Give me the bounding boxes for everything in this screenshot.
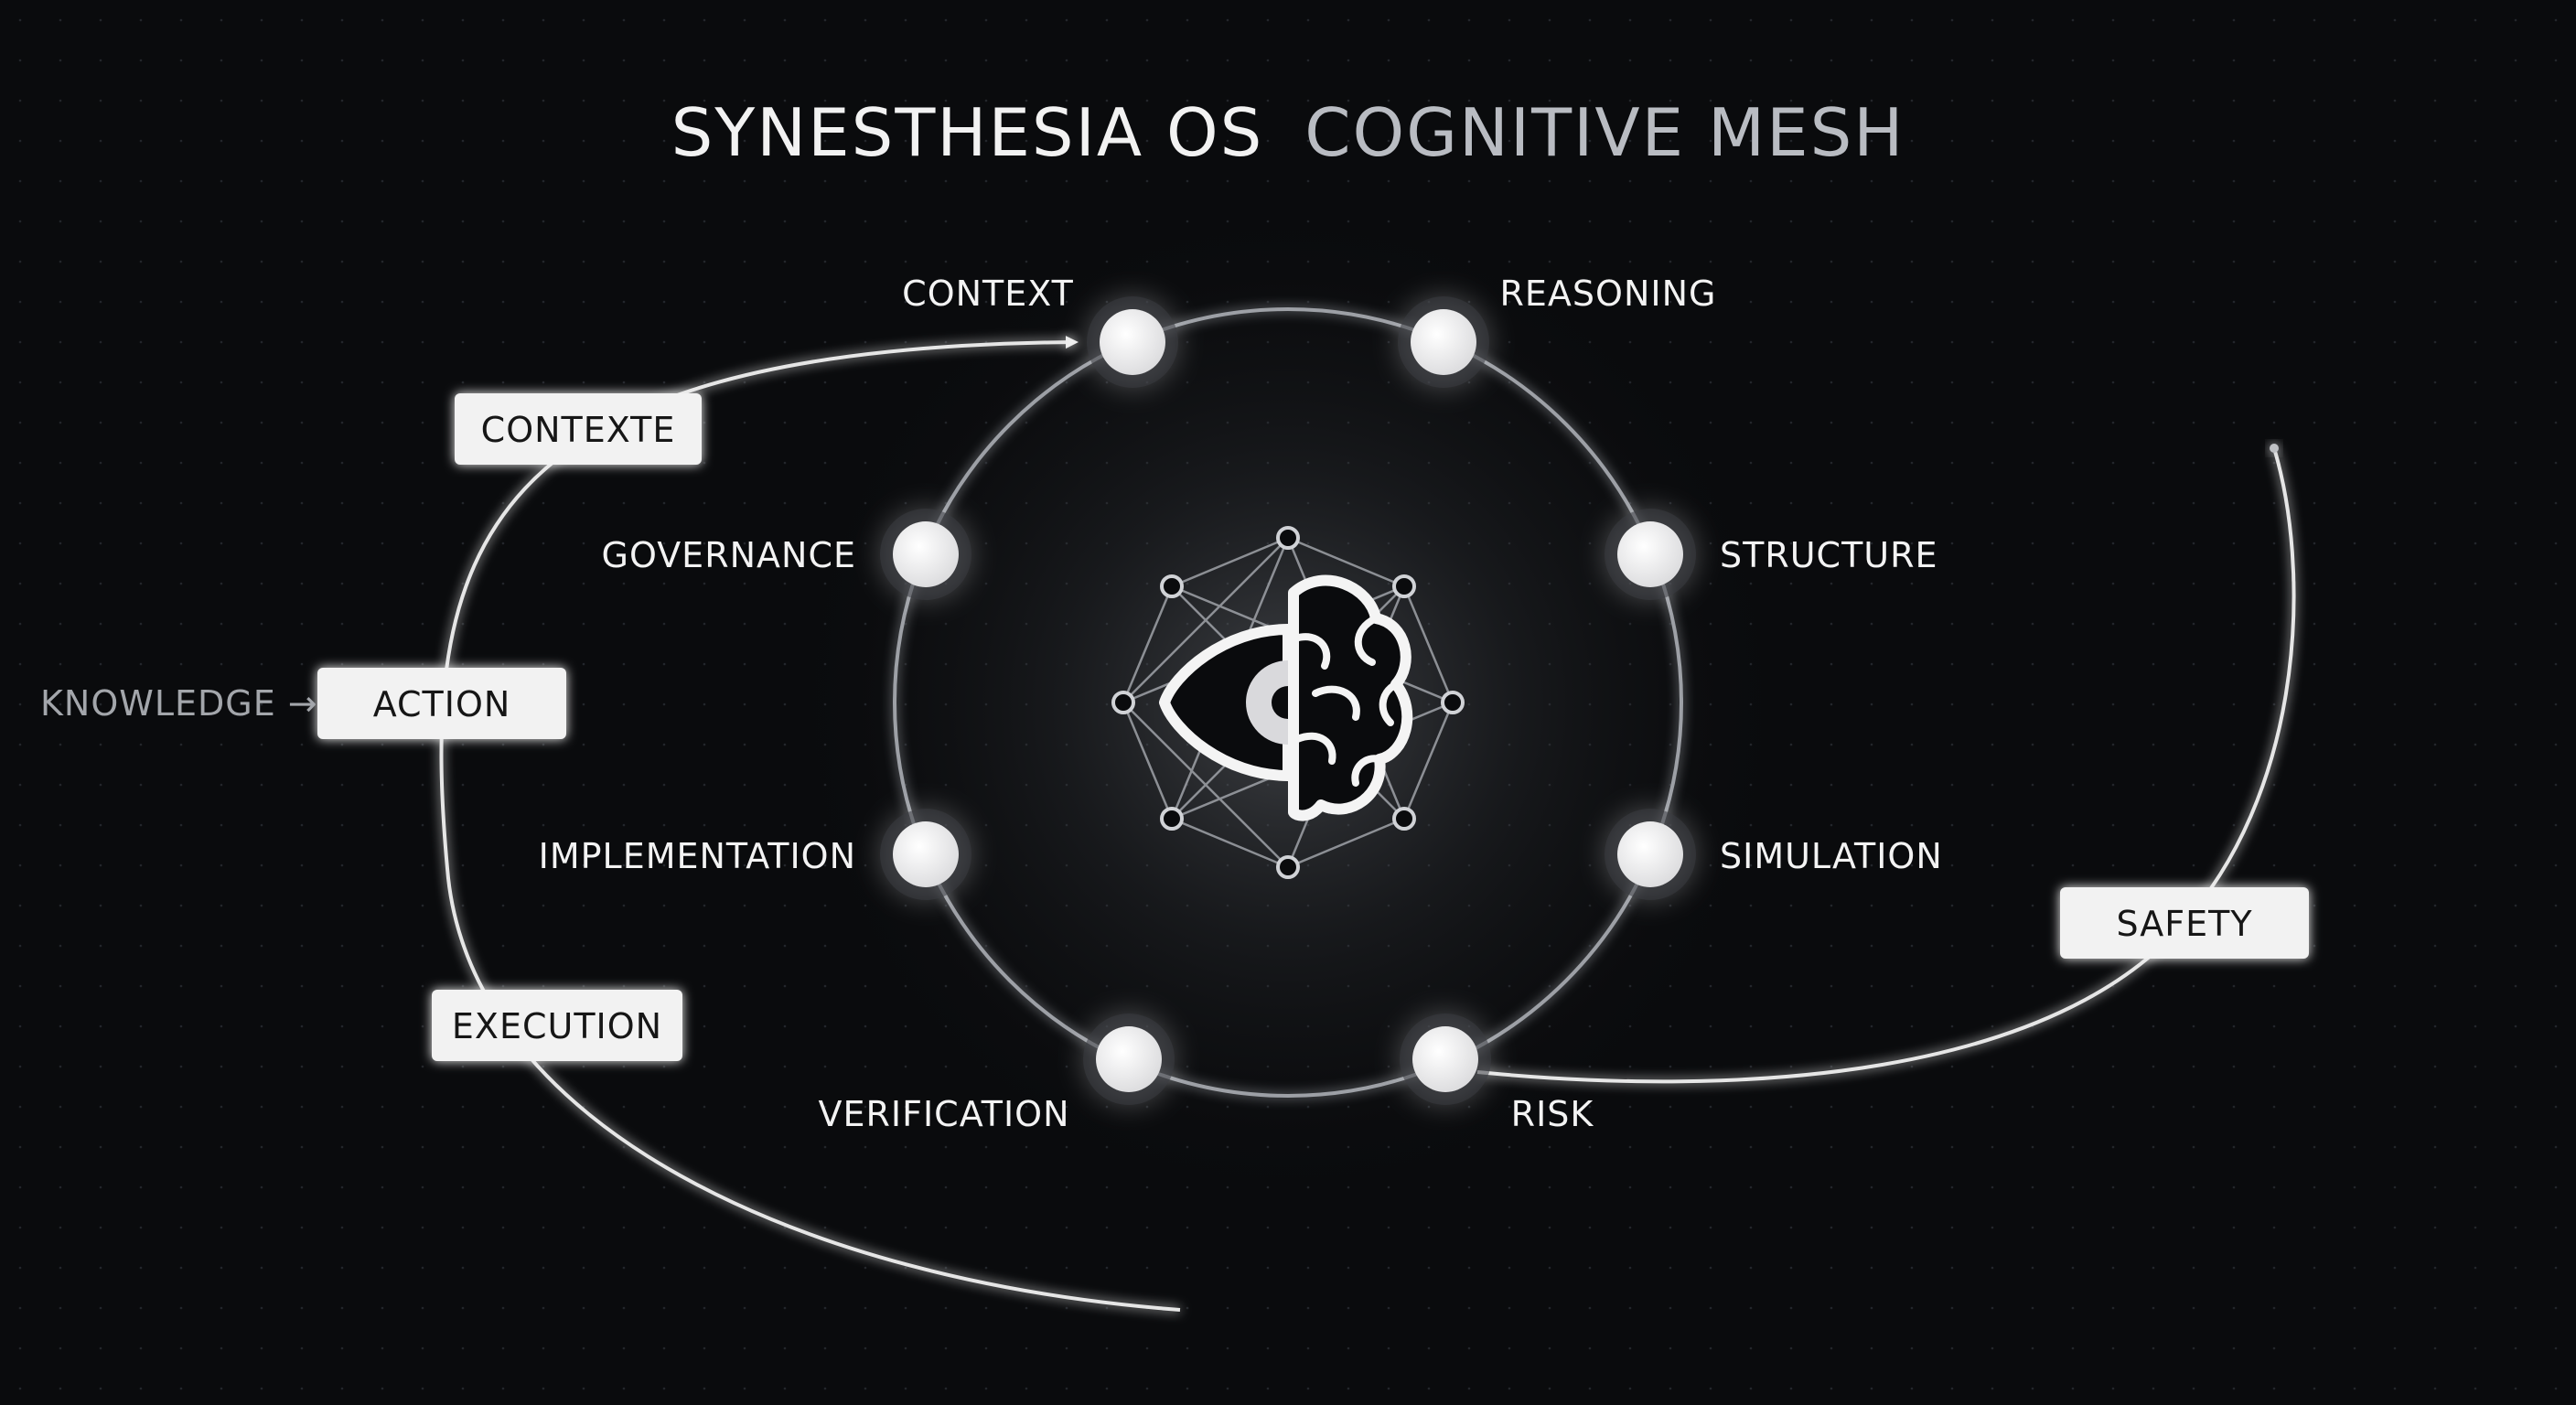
ring-node-risk[interactable] [1398,1012,1493,1107]
box-safety-label: SAFETY [2116,904,2252,944]
box-contexte[interactable]: CONTEXTE [455,393,702,465]
ring-node-reasoning[interactable] [1396,295,1491,390]
title-accent: COGNITIVE MESH [1304,94,1905,171]
box-execution-label: EXECUTION [452,1006,662,1046]
box-contexte-label: CONTEXTE [481,410,676,450]
label-verification: VERIFICATION [818,1094,1069,1134]
trail-end-dot [2270,444,2279,453]
ring-node-structure[interactable] [1603,507,1698,602]
mesh-ring [893,307,1683,1098]
label-structure: STRUCTURE [1720,535,1938,575]
title-main: SYNESTHESIA OS [671,94,1264,171]
ring-node-simulation[interactable] [1603,807,1698,902]
ring-node-governance[interactable] [878,507,973,602]
label-reasoning: REASONING [1500,273,1717,314]
label-implementation: IMPLEMENTATION [539,836,856,876]
ring-node-implementation[interactable] [878,807,973,902]
knowledge-input-label: KNOWLEDGE → [40,683,318,724]
box-safety[interactable]: SAFETY [2060,887,2309,959]
box-execution[interactable]: EXECUTION [432,990,682,1061]
page-title: SYNESTHESIA OS COGNITIVE MESH [671,94,1905,171]
label-simulation: SIMULATION [1720,836,1943,876]
box-action[interactable]: ACTION [317,668,566,739]
box-action-label: ACTION [373,684,511,724]
ring-node-verification[interactable] [1081,1012,1176,1107]
label-context: CONTEXT [902,273,1074,314]
eye-brain-network-icon [1111,526,1465,879]
ring-node-context[interactable] [1085,295,1180,390]
label-risk: RISK [1511,1094,1594,1134]
label-governance: GOVERNANCE [602,535,857,575]
